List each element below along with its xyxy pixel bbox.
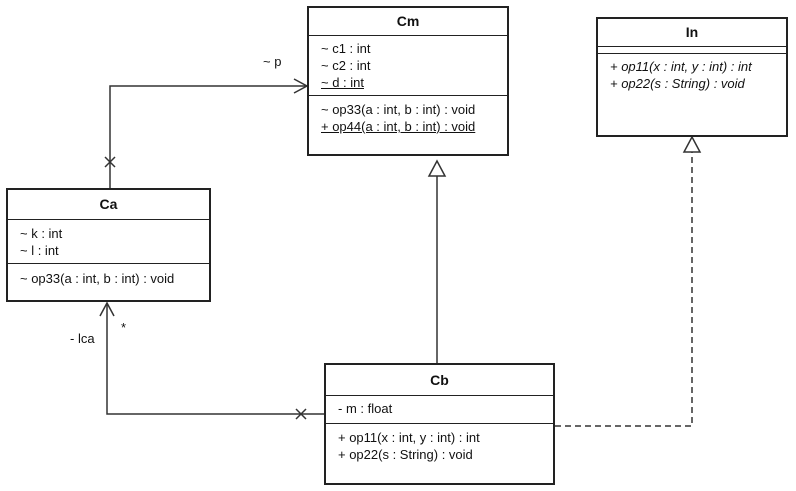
class-ca[interactable]: Ca ~ k : int ~ l : int ~ op33(a : int, b… — [6, 188, 211, 302]
cb-operation-op11: + op11(x : int, y : int) : int — [338, 430, 480, 445]
association-cb-ca-line — [106, 303, 324, 415]
cm-operation-op44: + op44(a : int, b : int) : void — [321, 119, 476, 134]
interface-in-operations: + op11(x : int, y : int) : int + op22(s … — [598, 53, 786, 94]
cb-attribute-m: - m : float — [338, 401, 393, 416]
association-ca-cm-line — [109, 85, 307, 188]
cm-attribute-c1: ~ c1 : int — [321, 41, 371, 56]
in-operation-op22: + op22(s : String) : void — [610, 76, 745, 91]
class-cb[interactable]: Cb - m : float + op11(x : int, y : int) … — [324, 363, 555, 485]
interface-in-name: In — [598, 19, 786, 47]
association-cb-ca-x-mark — [295, 408, 307, 420]
realization-cb-in-triangle — [682, 135, 702, 153]
class-ca-attributes: ~ k : int ~ l : int — [8, 220, 209, 263]
ca-attribute-k: ~ k : int — [20, 226, 63, 241]
cb-operation-op22: + op22(s : String) : void — [338, 447, 473, 462]
in-operation-op11: + op11(x : int, y : int) : int — [610, 59, 752, 74]
class-cb-name: Cb — [326, 365, 553, 396]
class-cm-attributes: ~ c1 : int ~ c2 : int ~ d : int — [309, 36, 507, 95]
cm-operation-op33: ~ op33(a : int, b : int) : void — [321, 102, 476, 117]
association-cb-ca-arrowhead — [99, 301, 115, 317]
multiplicity-label-star: * — [121, 320, 127, 335]
association-ca-cm-x-mark — [104, 156, 116, 168]
cm-attribute-d: ~ d : int — [321, 75, 364, 90]
interface-in[interactable]: In + op11(x : int, y : int) : int + op22… — [596, 17, 788, 137]
realization-cb-in-line — [555, 152, 693, 427]
ca-attribute-l: ~ l : int — [20, 243, 59, 258]
class-ca-operations: ~ op33(a : int, b : int) : void — [8, 263, 209, 289]
role-label-p: ~ p — [263, 54, 282, 69]
class-cb-operations: + op11(x : int, y : int) : int + op22(s … — [326, 423, 553, 465]
ca-operation-op33: ~ op33(a : int, b : int) : void — [20, 271, 175, 286]
generalization-cb-cm-triangle — [427, 159, 447, 177]
role-label-lca: - lca — [70, 331, 95, 346]
class-cb-attributes: - m : float — [326, 396, 553, 423]
cm-attribute-c2: ~ c2 : int — [321, 58, 371, 73]
class-cm[interactable]: Cm ~ c1 : int ~ c2 : int ~ d : int ~ op3… — [307, 6, 509, 156]
class-ca-name: Ca — [8, 190, 209, 220]
class-cm-name: Cm — [309, 8, 507, 36]
class-cm-operations: ~ op33(a : int, b : int) : void + op44(a… — [309, 95, 507, 137]
